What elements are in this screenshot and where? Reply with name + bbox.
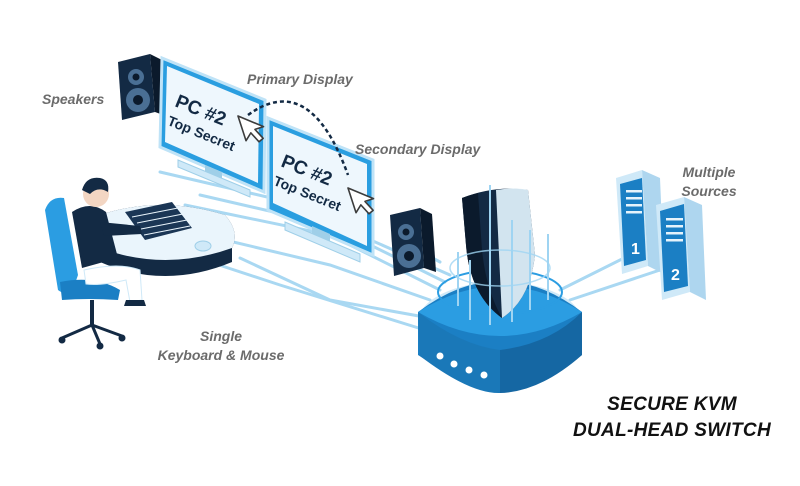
speaker-left <box>118 54 166 120</box>
switch-leds <box>436 352 488 379</box>
multiple-sources-line1: Multiple <box>682 164 736 180</box>
server-1 <box>616 170 664 274</box>
title-line1: SECURE KVM <box>607 394 737 415</box>
single-kb-line1: Single <box>199 328 242 344</box>
shield-icon <box>449 185 551 325</box>
speaker-right <box>390 208 436 276</box>
single-keyboard-mouse-label: Single Keyboard & Mouse <box>146 327 296 365</box>
cursor-secondary-icon <box>347 187 375 215</box>
server-1-number: 1 <box>631 241 640 258</box>
diagram-title: SECURE KVM DUAL-HEAD SWITCH <box>560 392 784 444</box>
server-2 <box>656 197 706 300</box>
secondary-display-label: Secondary Display <box>355 141 481 157</box>
title-line2: DUAL-HEAD SWITCH <box>573 420 771 441</box>
cursor-primary-icon <box>237 115 265 143</box>
primary-display-label: Primary Display <box>247 71 353 87</box>
server-2-number: 2 <box>671 267 680 284</box>
multiple-sources-label: Multiple Sources <box>664 163 754 201</box>
single-kb-line2: Keyboard & Mouse <box>157 347 285 363</box>
display-move-arc <box>247 100 350 176</box>
user-at-desk <box>45 177 146 350</box>
multiple-sources-line2: Sources <box>681 183 737 199</box>
primary-monitor <box>158 55 267 198</box>
desk <box>100 202 235 276</box>
speakers-label: Speakers <box>42 91 105 107</box>
secondary-monitor <box>266 115 375 263</box>
